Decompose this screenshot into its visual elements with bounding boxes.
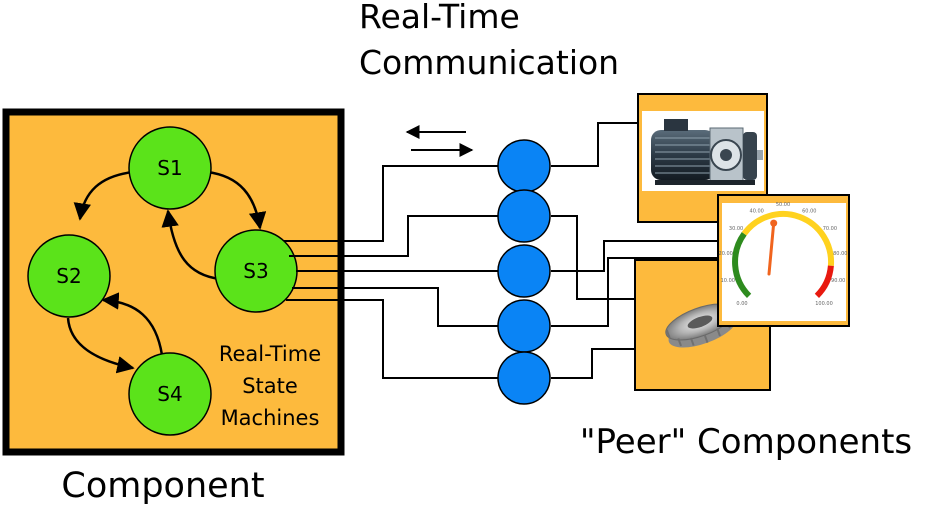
peer-gauge: 0.00 10.00 20.00 30.00 40.00 50.00 60.00 70.00 8… (717, 194, 850, 327)
component-port-connections (284, 165, 498, 379)
state-s3-label: S3 (243, 259, 268, 283)
state-s2: S2 (27, 234, 111, 318)
gauge-tick-label: 80.00 (833, 251, 847, 257)
gauge-tick-label: 100.00 (815, 301, 833, 307)
state-s4-label: S4 (157, 382, 182, 406)
peer-motor (637, 93, 768, 223)
port-5 (497, 351, 551, 405)
communication-title-line2: Communication (359, 43, 619, 82)
gauge-tick-label: 40.00 (750, 208, 764, 214)
port-1 (497, 139, 551, 193)
bidirectional-arrows-icon (405, 125, 474, 157)
port-2 (497, 189, 551, 243)
gauge-tick-label: 90.00 (831, 278, 845, 284)
gauge-tick-label: 20.00 (719, 251, 733, 257)
state-s4: S4 (128, 352, 212, 436)
state-machines-label-line2: State (242, 374, 298, 398)
state-machines-label-line1: Real-Time (219, 342, 321, 366)
port-column (497, 139, 551, 405)
gauge-tick-label: 30.00 (729, 226, 743, 232)
port-peer-connections (551, 122, 718, 379)
gauge-tick-label: 70.00 (823, 226, 837, 232)
peer-components-caption: "Peer" Components (580, 422, 912, 462)
state-s3: S3 (214, 229, 298, 313)
state-s1: S1 (128, 126, 212, 210)
communication-title-line1: Real-Time (359, 0, 520, 36)
gauge-needle (767, 221, 776, 276)
state-machines-label-line3: Machines (221, 406, 320, 430)
gauge-tick-label: 0.00 (736, 301, 747, 307)
motor-icon (651, 119, 763, 185)
port-4 (497, 299, 551, 353)
port-3 (497, 244, 551, 298)
gauge-tick-label: 60.00 (802, 208, 816, 214)
state-transitions (66, 170, 267, 374)
state-s1-label: S1 (157, 156, 182, 180)
gauge-tick-label: 10.00 (721, 278, 735, 284)
gauge-tick-label: 50.00 (776, 202, 790, 208)
component-caption: Component (61, 466, 264, 506)
state-s2-label: S2 (56, 264, 81, 288)
gauge-dial-icon: 0.00 10.00 20.00 30.00 40.00 50.00 60.00 70.00 8… (719, 202, 848, 307)
